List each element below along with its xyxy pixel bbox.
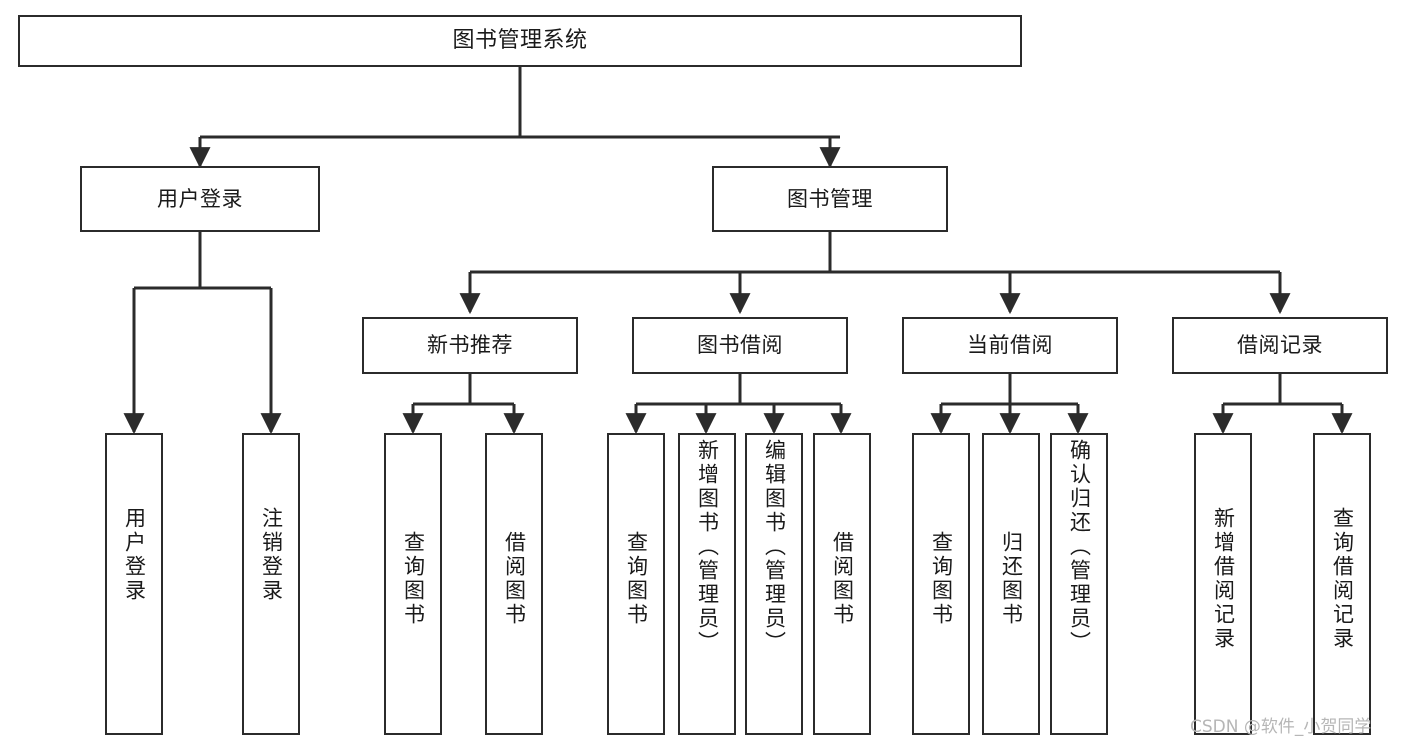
node-label: 借阅图书 — [502, 531, 527, 627]
node-label: 查询借阅记录 — [1330, 507, 1355, 651]
node-label: 查询图书 — [624, 531, 649, 627]
node-label: 用户登录 — [157, 186, 243, 211]
leaf-borrow-book-recommend[interactable]: 借阅图书 — [485, 433, 543, 735]
node-label: 用户登录 — [122, 507, 147, 603]
leaf-user-logout[interactable]: 注销登录 — [242, 433, 300, 735]
node-label: 当前借阅 — [967, 333, 1053, 358]
node-label: 新书推荐 — [427, 333, 513, 358]
node-user-login[interactable]: 用户登录 — [80, 166, 320, 232]
csdn-watermark: CSDN @软件_小贺同学 — [1190, 717, 1372, 737]
node-label: 借阅记录 — [1237, 333, 1323, 358]
leaf-confirm-return-admin[interactable]: 确认归还（管理员） — [1050, 433, 1108, 735]
node-new-book-recommend[interactable]: 新书推荐 — [362, 317, 578, 374]
node-label: 确认归还（管理员） — [1067, 439, 1092, 655]
node-label: 注销登录 — [259, 507, 284, 603]
node-label: 查询图书 — [929, 531, 954, 627]
leaf-edit-book-admin[interactable]: 编辑图书（管理员） — [745, 433, 803, 735]
node-label: 图书管理系统 — [452, 28, 588, 54]
node-label: 归还图书 — [999, 531, 1024, 627]
leaf-query-book-current[interactable]: 查询图书 — [912, 433, 970, 735]
node-label: 新增图书（管理员） — [695, 439, 720, 655]
node-label: 查询图书 — [401, 531, 426, 627]
leaf-return-book[interactable]: 归还图书 — [982, 433, 1040, 735]
node-book-management[interactable]: 图书管理 — [712, 166, 948, 232]
node-borrow-record[interactable]: 借阅记录 — [1172, 317, 1388, 374]
leaf-borrow-book[interactable]: 借阅图书 — [813, 433, 871, 735]
node-root-book-management-system[interactable]: 图书管理系统 — [18, 15, 1022, 67]
node-label: 编辑图书（管理员） — [762, 439, 787, 655]
node-label: 借阅图书 — [830, 531, 855, 627]
leaf-query-book-borrow[interactable]: 查询图书 — [607, 433, 665, 735]
leaf-user-login[interactable]: 用户登录 — [105, 433, 163, 735]
leaf-query-borrow-record[interactable]: 查询借阅记录 — [1313, 433, 1371, 735]
leaf-add-book-admin[interactable]: 新增图书（管理员） — [678, 433, 736, 735]
node-label: 图书借阅 — [697, 333, 783, 358]
leaf-query-book-recommend[interactable]: 查询图书 — [384, 433, 442, 735]
leaf-add-borrow-record[interactable]: 新增借阅记录 — [1194, 433, 1252, 735]
node-book-borrow[interactable]: 图书借阅 — [632, 317, 848, 374]
node-current-borrow[interactable]: 当前借阅 — [902, 317, 1118, 374]
node-label: 新增借阅记录 — [1211, 507, 1236, 651]
node-label: 图书管理 — [787, 186, 873, 211]
